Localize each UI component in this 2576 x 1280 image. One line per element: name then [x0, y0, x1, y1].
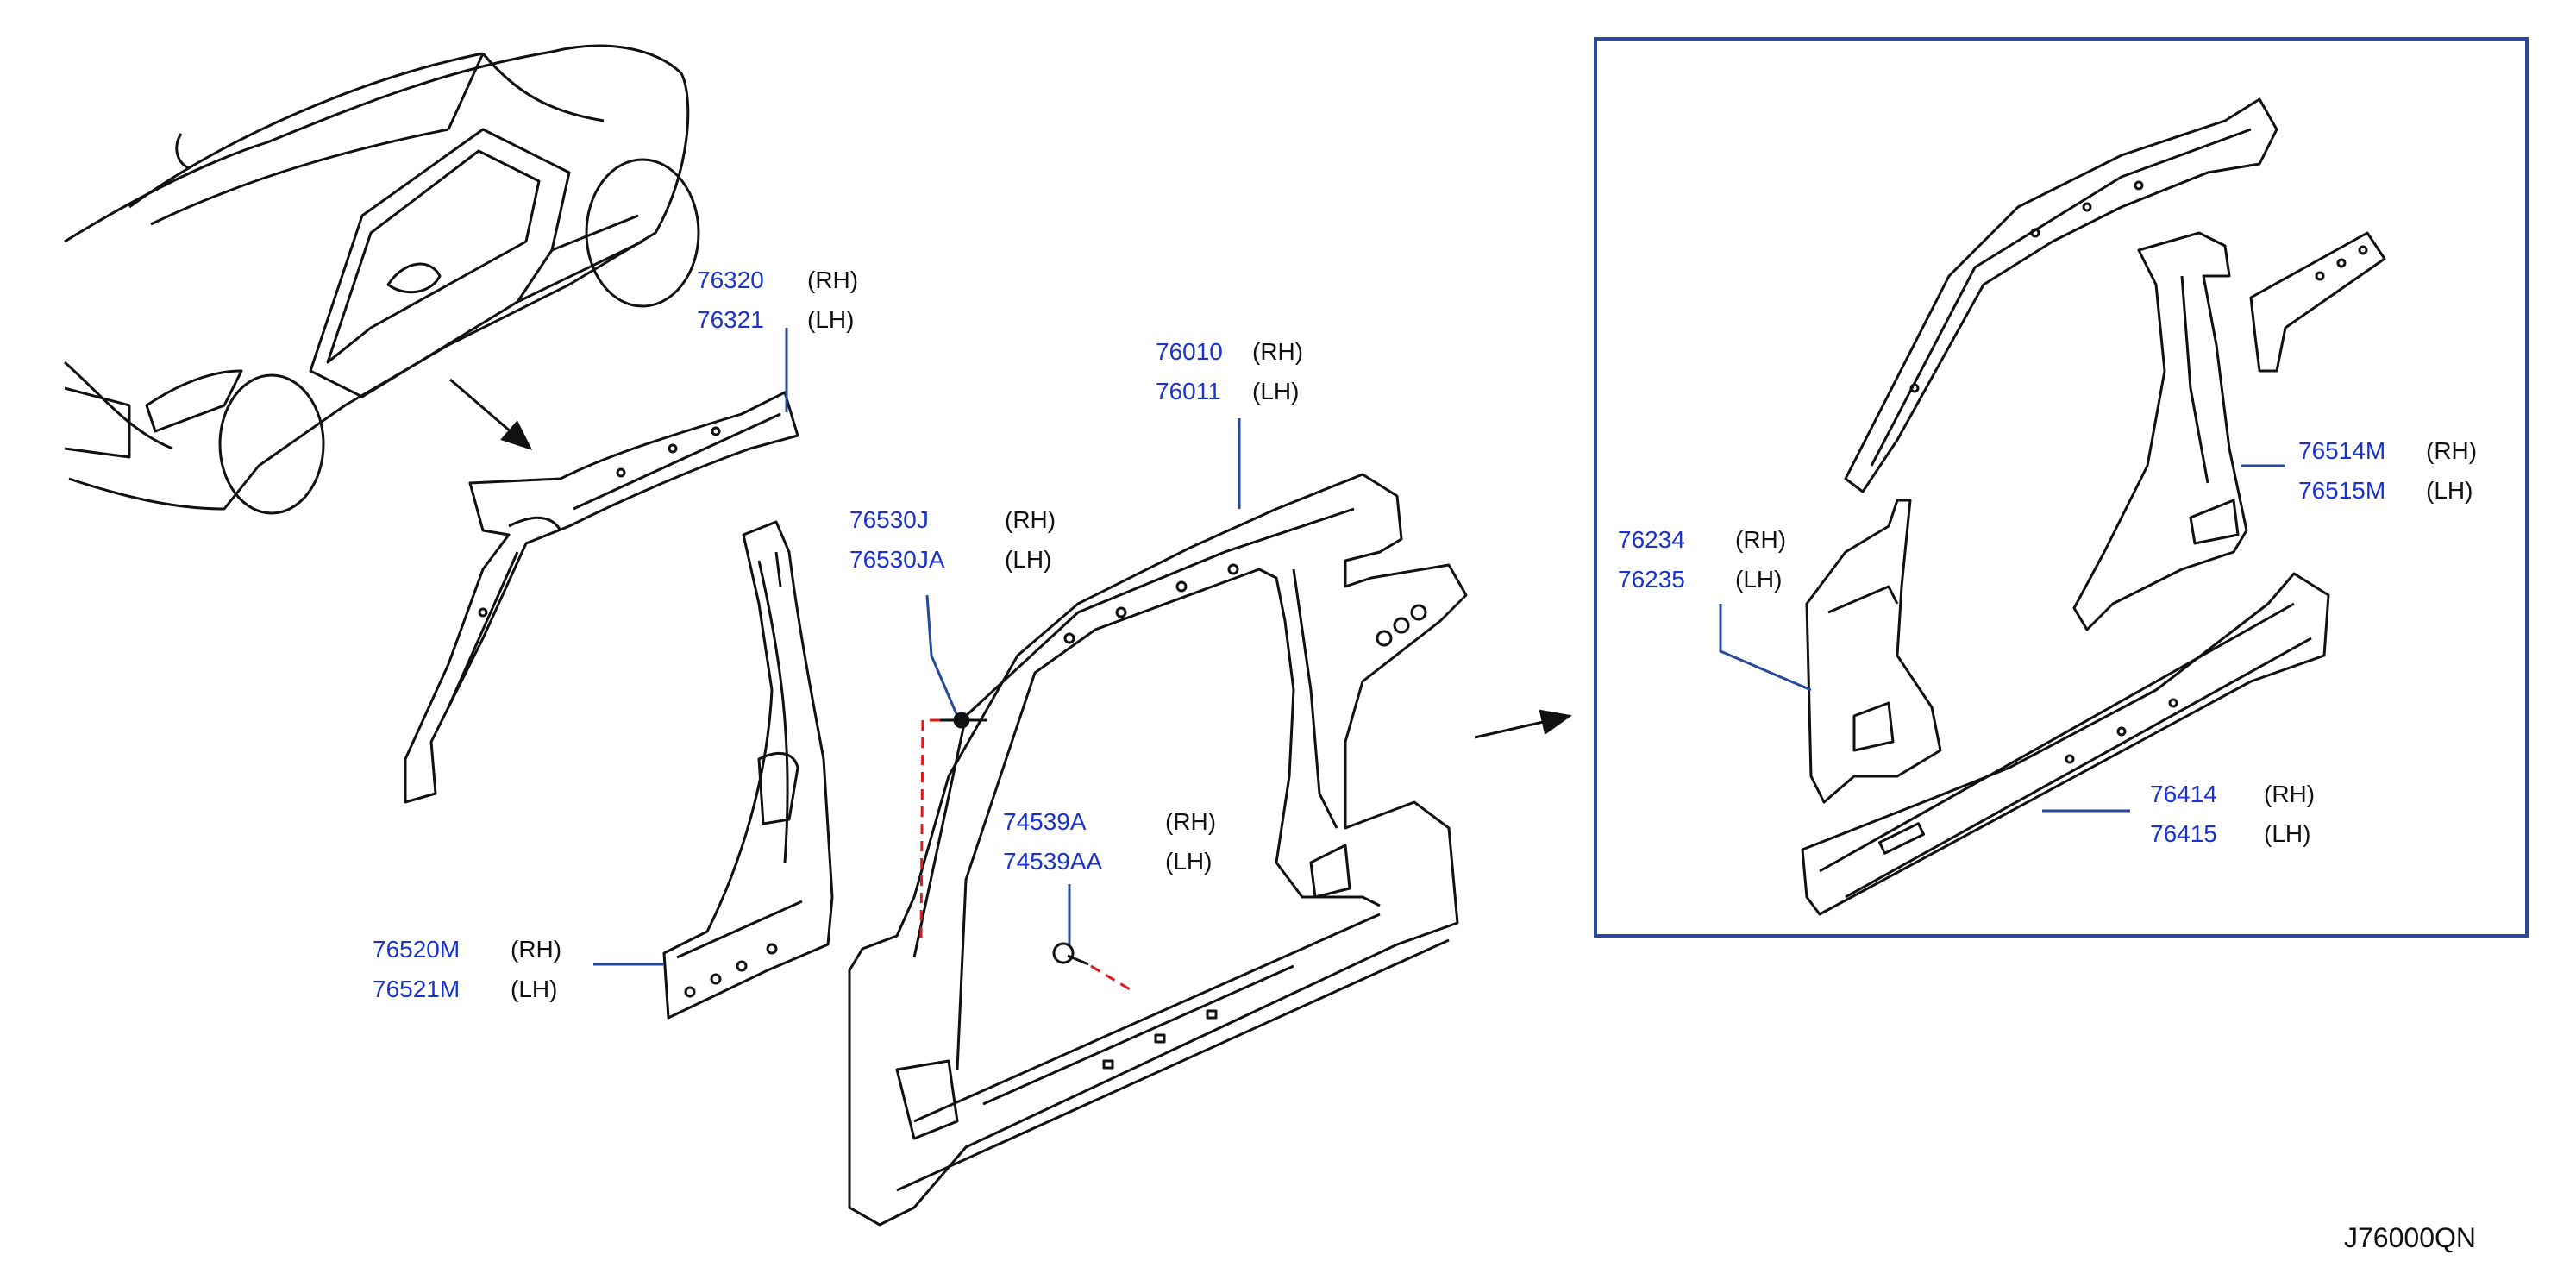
side-label: (RH) — [511, 936, 562, 963]
callout-74539a: 74539A (RH) 74539AA (LH) — [1003, 802, 1244, 882]
leader-76530j — [925, 594, 959, 717]
callout-76530j: 76530J (RH) 76530JA (LH) — [849, 500, 1074, 580]
side-label: (LH) — [511, 976, 558, 1002]
side-label: (LH) — [1165, 848, 1213, 875]
callout-76234: 76234 (RH) 76235 (LH) — [1618, 520, 1816, 599]
part-number-76521m[interactable]: 76521M — [373, 976, 461, 1002]
part-number-76530ja[interactable]: 76530JA — [849, 546, 945, 573]
part-number-74539aa[interactable]: 74539AA — [1003, 848, 1103, 875]
body-side-outer-part — [848, 473, 1468, 1227]
part-number-76415[interactable]: 76415 — [2150, 820, 2217, 847]
detail-arrow — [1474, 709, 1572, 739]
part-number-76011[interactable]: 76011 — [1156, 378, 1221, 405]
side-label: (RH) — [2426, 437, 2478, 464]
clip-fastener — [940, 712, 987, 729]
overview-arrow — [449, 378, 533, 450]
side-label: (LH) — [1005, 546, 1052, 573]
screw-fastener — [1052, 942, 1089, 966]
side-label: (LH) — [1735, 566, 1783, 593]
diagram-code: J76000QN — [2344, 1222, 2476, 1253]
screw-install-path — [1090, 964, 1135, 994]
car-overview-illustration — [64, 44, 700, 515]
clip-install-path — [919, 718, 940, 941]
detail-a-pillar-lower — [1805, 499, 1942, 804]
side-label: (LH) — [2264, 820, 2311, 847]
side-label: (RH) — [1735, 526, 1787, 553]
side-label: (RH) — [1005, 506, 1056, 533]
side-label: (LH) — [2426, 477, 2473, 504]
callout-76414: 76414 (RH) 76415 (LH) — [2150, 775, 2348, 854]
side-label: (RH) — [2264, 781, 2316, 807]
callout-76010: 76010 (RH) 76011 (LH) — [1156, 332, 1345, 411]
callout-76520m: 76520M (RH) 76521M (LH) — [373, 930, 588, 1009]
callout-76514m: 76514M (RH) 76515M (LH) — [2298, 431, 2505, 511]
side-label: (LH) — [1252, 378, 1300, 405]
part-number-74539a[interactable]: 74539A — [1003, 808, 1087, 835]
part-number-76321[interactable]: 76321 — [697, 306, 764, 333]
detail-small-bracket — [2249, 231, 2386, 373]
side-label: (RH) — [1252, 338, 1304, 365]
part-number-76234[interactable]: 76234 — [1618, 526, 1685, 553]
roof-rail-part — [404, 391, 799, 804]
side-label: (RH) — [807, 267, 859, 293]
a-pillar-inner-part — [662, 520, 834, 1020]
side-label: (RH) — [1165, 808, 1217, 835]
part-number-76414[interactable]: 76414 — [2150, 781, 2217, 807]
part-number-76235[interactable]: 76235 — [1618, 566, 1685, 593]
detail-sill-inner — [1801, 572, 2330, 916]
part-number-76514m[interactable]: 76514M — [2298, 437, 2386, 464]
part-number-76010[interactable]: 76010 — [1156, 338, 1223, 365]
part-number-76515m[interactable]: 76515M — [2298, 477, 2386, 504]
leader-76234 — [1719, 604, 1812, 692]
detail-b-pillar-inner — [2072, 231, 2248, 631]
part-number-76320[interactable]: 76320 — [697, 267, 764, 293]
part-number-76520m[interactable]: 76520M — [373, 936, 461, 963]
callout-76320: 76320 (RH) 76321 (LH) — [697, 260, 869, 340]
detail-box — [1594, 37, 2529, 938]
side-label: (LH) — [807, 306, 855, 333]
detail-roof-reinforcement — [1844, 97, 2278, 493]
part-number-76530j[interactable]: 76530J — [849, 506, 929, 533]
